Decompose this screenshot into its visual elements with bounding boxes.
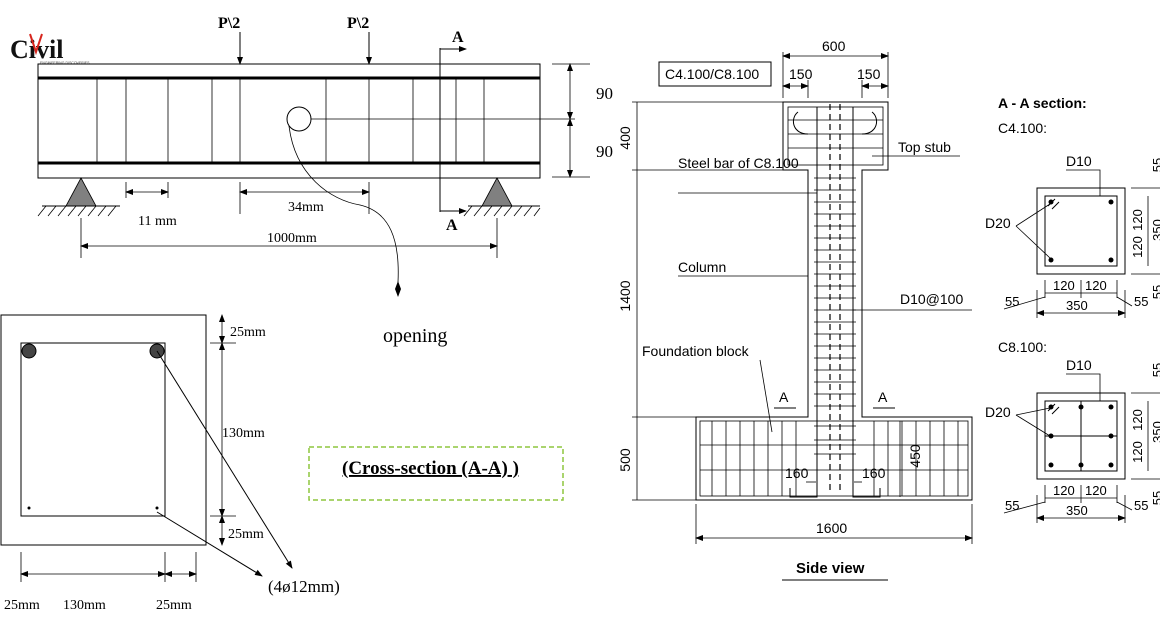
column-anchors [789,488,881,498]
c8-spacing-1: 120 [1053,483,1075,498]
opening-label: opening [383,325,447,347]
stub-right: 150 [857,66,881,82]
c4-right-top: 55 [1150,158,1160,172]
c4-vspacing-2: 120 [1130,236,1145,258]
column-ties [814,177,856,455]
top-stub-cage [787,106,884,166]
c8-tie-label: D10 [1066,357,1092,373]
c4-vspacing-1: 120 [1130,209,1145,231]
c8-section: D10 D20 120 120 350 55 55 120 120 55 [985,357,1160,523]
steel-bar-label: Steel bar of C8.100 [678,155,799,171]
foundation-height: 500 [617,448,633,472]
c8-vspacing-2: 120 [1130,441,1145,463]
series-label: C4.100/C8.100 [665,66,759,82]
cover-top: 25mm [230,325,266,340]
c8-vspacing-1: 120 [1130,409,1145,431]
bars-label: (4ø12mm) [268,577,340,596]
section-width: 130mm [63,598,106,613]
section-label-top: A [452,29,464,46]
c4-right-mid: 350 [1150,219,1160,241]
base-width: 1600 [816,520,847,536]
rebar-dot [27,506,31,510]
span-label: 1000mm [267,231,317,246]
c8-label: C8.100: [998,339,1047,355]
c8-edge-right: 55 [1134,498,1148,513]
section-mark-left: A [779,389,789,405]
c8-width: 350 [1066,503,1088,518]
top-stub-hooks [792,111,878,135]
bars-leader-1 [156,350,293,569]
logo-tower-icon [29,33,43,56]
c4-width: 350 [1066,298,1088,313]
c4-spacing-2: 120 [1085,278,1107,293]
section-stirrup [20,342,166,517]
foundation-cage [699,420,969,497]
anchor-depth: 450 [907,444,923,468]
c4-right-bottom: 55 [1150,285,1160,299]
stirrup-spacing: 11 mm [138,214,177,229]
c4-main-bar-label: D20 [985,215,1011,231]
series-label-box [658,61,772,87]
aa-title: A - A section: [998,95,1087,111]
c8-right-mid: 350 [1150,421,1160,443]
foundation-leader [759,359,773,433]
beam-elevation: opening P\2 P\2 A A 90 90 [37,15,613,347]
c4-edge-left: 55 [1005,294,1019,309]
c8-right-bottom: 55 [1150,491,1160,505]
cross-section-title: (Cross-section (A-A) ) [342,458,519,479]
bars-leader-2 [156,511,263,577]
anchor-left: 160 [785,465,809,481]
cross-section-title-frame [308,446,564,501]
load-right-label: P\2 [347,15,369,32]
c4-label: C4.100: [998,120,1047,136]
dim-right-upper: 90 [596,84,613,103]
c4-section: D10 D20 120 120 350 55 55 120 120 55 [985,153,1160,318]
logo: Civil ENGINEERING DISCOVERIES [10,33,90,65]
top-width: 600 [822,38,846,54]
c8-edge-left: 55 [1005,498,1019,513]
support-right [463,177,541,217]
aa-sections: A - A section: C4.100: D10 D20 120 120 [985,95,1160,523]
cover-left: 25mm [4,598,40,613]
beam-outline [37,63,541,179]
dim-right-lower: 90 [596,142,613,161]
cover-bottom: 25mm [228,527,264,542]
stub-left: 150 [789,66,813,82]
section-mark-right: A [878,389,888,405]
side-view-caption: Side view [796,560,865,577]
side-view: C4.100/C8.100 600 150 150 [617,38,973,581]
c4-tie-label: D10 [1066,153,1092,169]
column-label: Column [678,259,726,275]
stub-height: 400 [617,126,633,150]
stirrup-label: D10@100 [900,291,963,307]
logo-sub-text: ENGINEERING DISCOVERIES [40,61,90,65]
anchor-right: 160 [862,465,886,481]
c8-main-bar-label: D20 [985,404,1011,420]
beam-opening-circle [286,106,312,132]
foundation-ties [700,421,968,496]
c8-spacing-2: 120 [1085,483,1107,498]
beam-stirrups [96,78,485,163]
top-stub-label: Top stub [898,139,951,155]
c4-outline [1036,187,1126,275]
c4-tie [1044,195,1118,267]
section-height: 130mm [222,426,265,441]
support-left [37,177,120,217]
c4-edge-right: 55 [1134,294,1148,309]
cover-right: 25mm [156,598,192,613]
opening-offset: 34mm [288,200,324,215]
rebar-dot [21,343,37,359]
c8-right-top: 55 [1150,363,1160,377]
rebar-dot [155,506,159,510]
section-label-bottom: A [446,217,458,234]
load-left-label: P\2 [218,15,240,32]
column-height: 1400 [617,280,633,311]
foundation-label: Foundation block [642,343,750,359]
c4-spacing-1: 120 [1053,278,1075,293]
cross-section: 25mm 130mm 25mm (4ø12mm) 25mm 130mm 25mm… [0,314,564,613]
c8-outline [1036,392,1126,480]
